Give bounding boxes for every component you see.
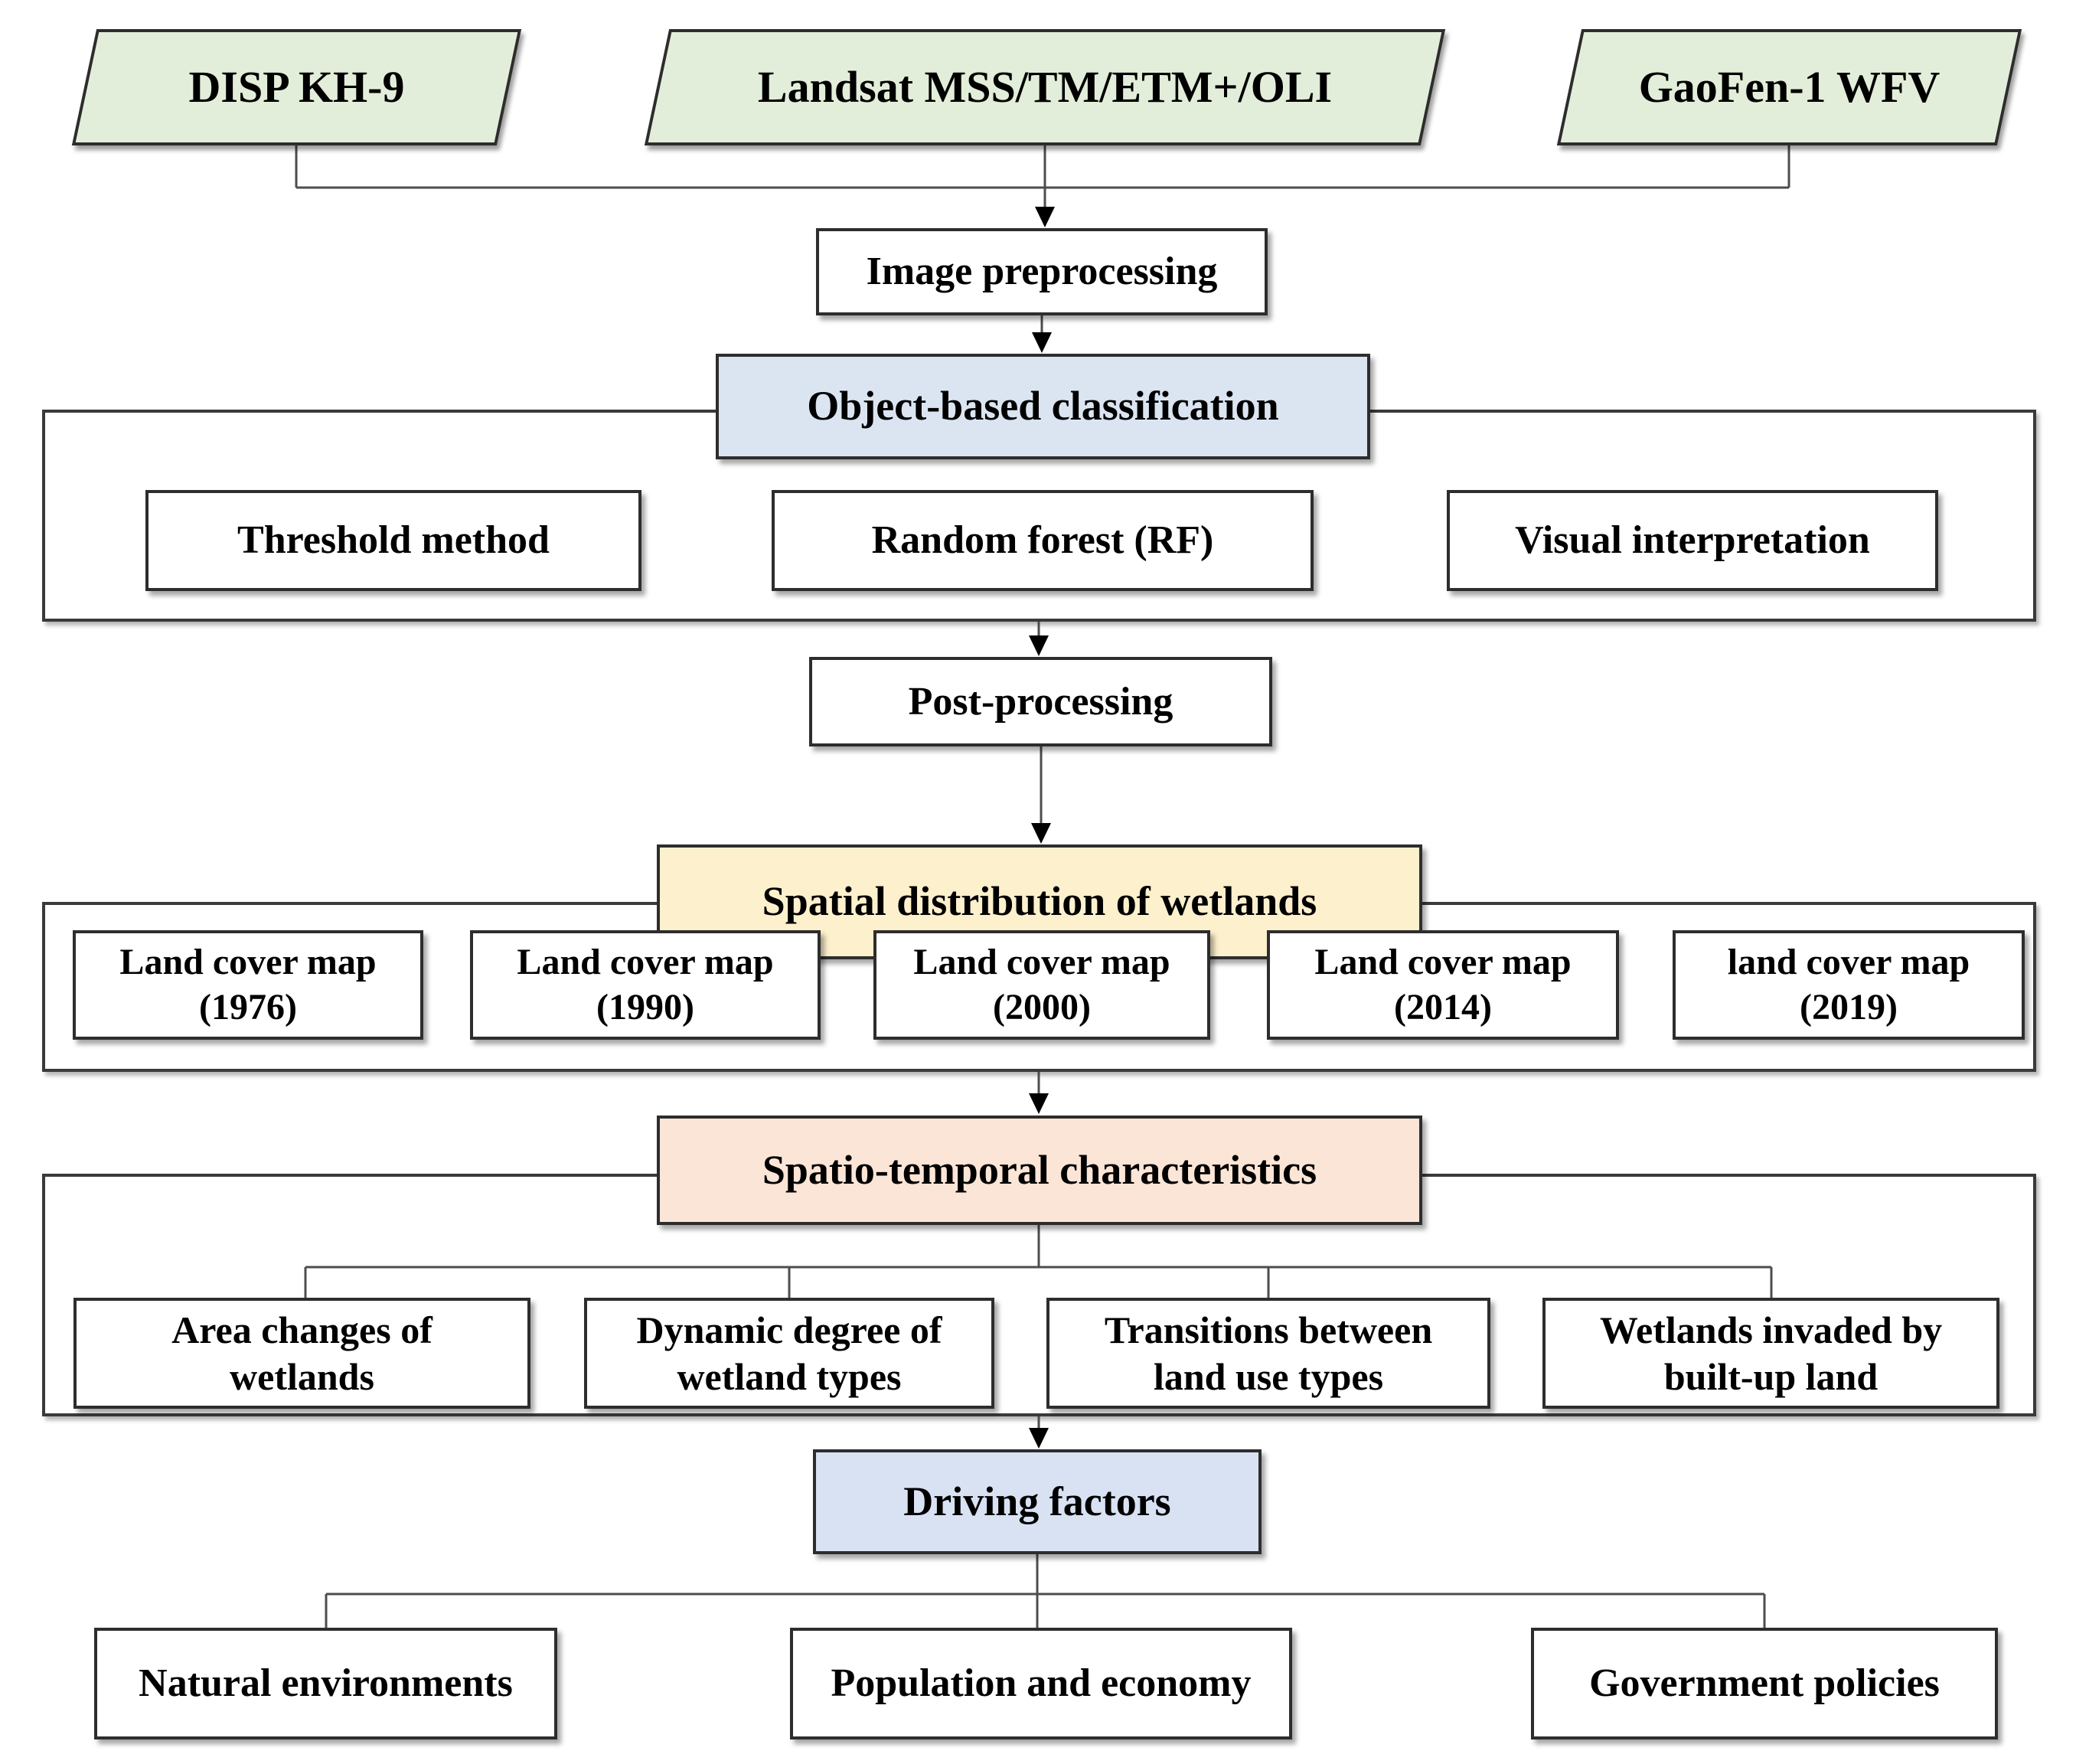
map-label-line1: Land cover map (119, 941, 377, 982)
land-cover-map-1990-box: Land cover map(1990) (470, 930, 821, 1040)
sources-merge-connector (295, 145, 1790, 227)
map-label-line2: (2014) (1394, 986, 1492, 1027)
step-label: Image preprocessing (866, 250, 1218, 294)
source-parallelogram-gaofen: GaoFen-1 WFV (1569, 29, 2009, 145)
spatio-temporal-characteristics-box: Spatio-temporal characteristics (657, 1116, 1422, 1225)
characteristics-fanout-connector (304, 1225, 1773, 1298)
driving-factors-box: Driving factors (813, 1449, 1262, 1554)
stage-label: Spatio-temporal characteristics (762, 1146, 1317, 1193)
land-cover-map-2014-box: Land cover map(2014) (1267, 930, 1619, 1040)
arrowhead-icon (1032, 332, 1052, 353)
post-processing-box: Post-processing (809, 657, 1272, 746)
characteristics-to-driving-connector (1029, 1416, 1049, 1449)
source-parallelogram-landsat: Landsat MSS/TM/ETM+/OLI (657, 29, 1433, 145)
arrowhead-icon (1029, 1093, 1049, 1114)
map-label-line2: (1990) (596, 986, 694, 1027)
method-label: Visual interpretation (1515, 518, 1870, 563)
step-label: Post-processing (908, 679, 1173, 724)
population-economy-box: Population and economy (790, 1628, 1292, 1740)
stage-label: Object-based classification (807, 383, 1279, 430)
analysis-label-line1: Area changes of (171, 1308, 432, 1351)
spatial-to-characteristics-connector (1029, 1072, 1049, 1114)
map-label-line2: (2000) (993, 986, 1091, 1027)
government-policies-box: Government policies (1531, 1628, 1998, 1740)
map-label-line1: land cover map (1727, 941, 1970, 982)
analysis-label-line1: Transitions between (1104, 1308, 1433, 1351)
postprocessing-to-spatial-connector (1031, 746, 1051, 844)
analysis-label-line2: wetlands (230, 1354, 374, 1398)
source-label: Landsat MSS/TM/ETM+/OLI (757, 61, 1333, 112)
map-label-line2: (2019) (1800, 986, 1898, 1027)
arrowhead-icon (1031, 823, 1051, 844)
analysis-label-line2: wetland types (677, 1354, 902, 1398)
factor-label: Government policies (1589, 1661, 1940, 1706)
method-label: Threshold method (237, 518, 550, 563)
map-label-line1: Land cover map (517, 941, 774, 982)
driving-fanout-connector (325, 1554, 1766, 1628)
analysis-label-line1: Dynamic degree of (636, 1308, 942, 1351)
object-based-classification-box: Object-based classification (716, 354, 1370, 459)
map-label-line1: Land cover map (913, 941, 1170, 982)
threshold-method-box: Threshold method (145, 490, 641, 591)
factor-label: Natural environments (139, 1661, 513, 1706)
preprocessing-to-classification-connector (1032, 315, 1052, 353)
classification-to-postprocessing-connector (1029, 622, 1049, 656)
source-label: GaoFen-1 WFV (1638, 61, 1941, 112)
image-preprocessing-box: Image preprocessing (816, 228, 1268, 315)
source-parallelogram-disp-kh9: DISP KH-9 (84, 29, 509, 145)
analysis-label-line2: land use types (1153, 1354, 1384, 1398)
arrowhead-icon (1029, 635, 1049, 656)
map-label-line2: (1976) (199, 986, 297, 1027)
stage-label: Driving factors (903, 1478, 1171, 1524)
visual-interpretation-box: Visual interpretation (1447, 490, 1938, 591)
factor-label: Population and economy (831, 1661, 1252, 1706)
land-cover-map-1976-box: Land cover map(1976) (73, 930, 423, 1040)
method-label: Random forest (RF) (871, 518, 1214, 563)
land-cover-map-2000-box: Land cover map(2000) (873, 930, 1210, 1040)
analysis-label-line2: built-up land (1663, 1354, 1879, 1398)
arrowhead-icon (1029, 1428, 1049, 1449)
source-label: DISP KH-9 (188, 61, 405, 112)
arrowhead-icon (1035, 207, 1055, 227)
random-forest-box: Random forest (RF) (772, 490, 1314, 591)
stage-label: Spatial distribution of wetlands (762, 878, 1317, 925)
natural-environments-box: Natural environments (94, 1628, 557, 1740)
analysis-label-line1: Wetlands invaded by (1599, 1308, 1943, 1351)
land-cover-map-2019-box: land cover map(2019) (1673, 930, 2025, 1040)
map-label-line1: Land cover map (1314, 941, 1572, 982)
